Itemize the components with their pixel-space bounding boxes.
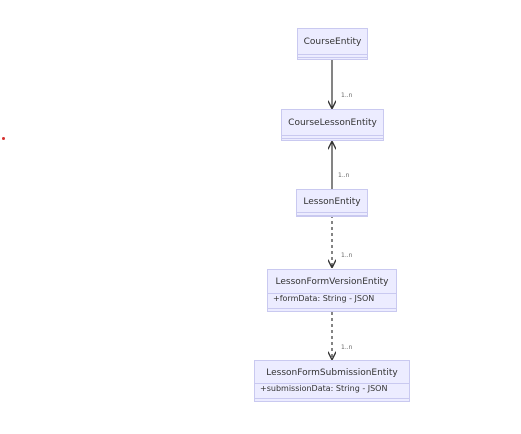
class-member: +formData: String - JSON — [273, 294, 375, 303]
class-divider — [268, 293, 396, 294]
class-divider — [255, 383, 409, 384]
class-divider — [298, 54, 367, 55]
class-name: LessonFormVersionEntity — [275, 277, 389, 287]
class-lesson-form-submission-entity[interactable]: LessonFormSubmissionEntity +submissionDa… — [254, 360, 410, 402]
class-divider — [298, 57, 367, 58]
multiplicity-label: 1..n — [341, 92, 353, 99]
class-divider — [282, 135, 383, 136]
class-name: CourseLessonEntity — [288, 118, 377, 128]
multiplicity-label: 1..n — [341, 252, 353, 259]
class-course-entity[interactable]: CourseEntity — [297, 28, 368, 60]
multiplicity-label: 1..n — [338, 172, 350, 179]
class-divider — [297, 215, 367, 216]
class-name: CourseEntity — [303, 37, 362, 47]
class-divider — [255, 398, 409, 399]
class-member: +submissionData: String - JSON — [260, 384, 388, 393]
multiplicity-label: 1..n — [341, 344, 353, 351]
class-name: LessonEntity — [303, 197, 361, 207]
class-lesson-form-version-entity[interactable]: LessonFormVersionEntity +formData: Strin… — [267, 269, 397, 312]
class-name: LessonFormSubmissionEntity — [266, 368, 398, 378]
class-divider — [282, 138, 383, 139]
red-marker-dot — [2, 137, 5, 140]
class-lesson-entity[interactable]: LessonEntity — [296, 189, 368, 217]
class-course-lesson-entity[interactable]: CourseLessonEntity — [281, 109, 384, 141]
class-divider — [297, 212, 367, 213]
class-divider — [268, 308, 396, 309]
